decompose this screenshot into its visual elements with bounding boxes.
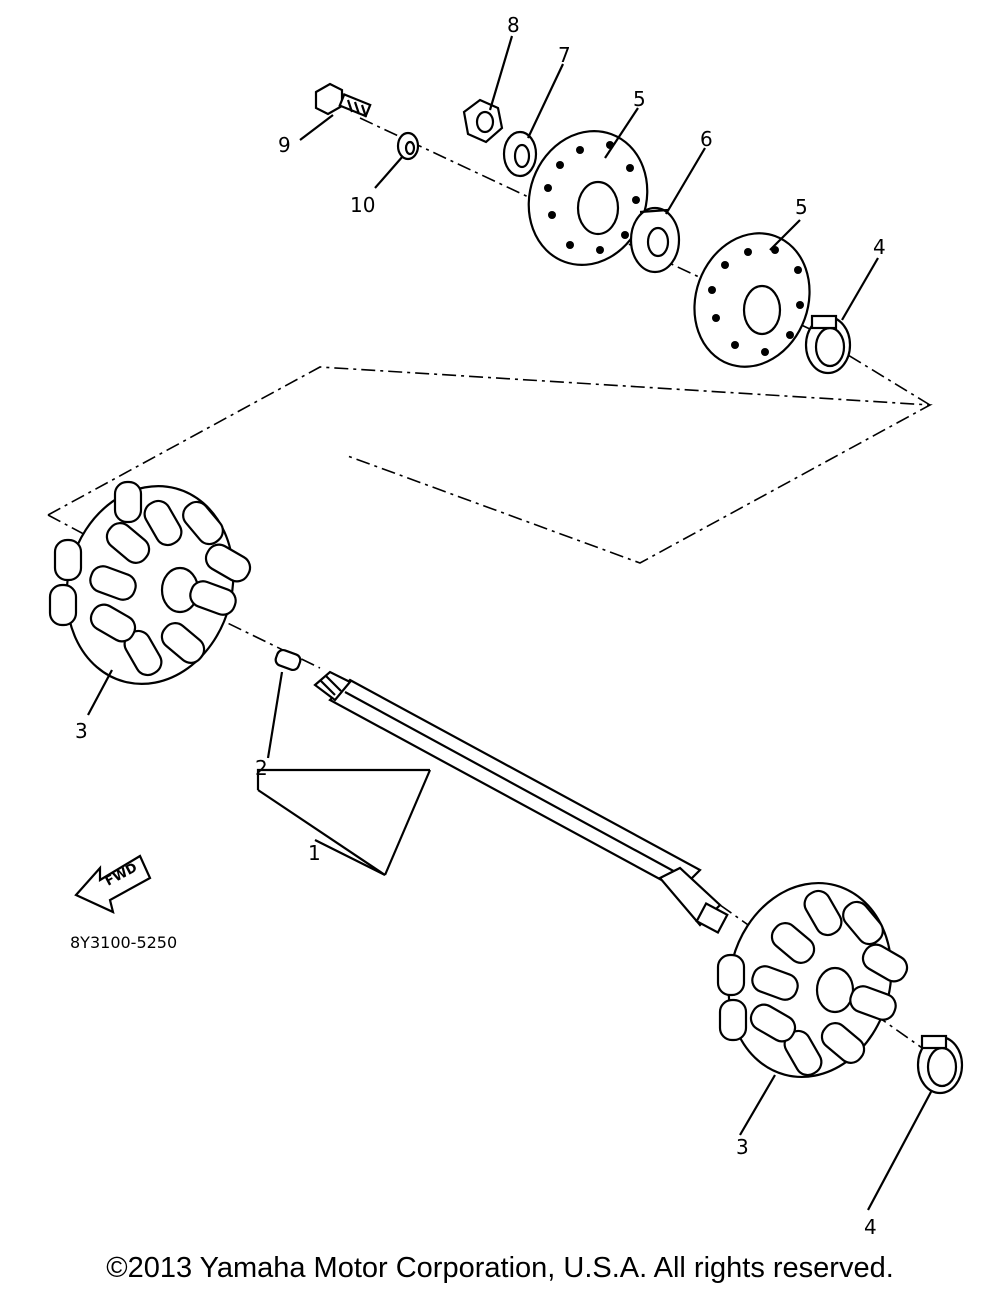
callout-bolt: 9 — [278, 133, 291, 157]
callout-clamp-bottom: 4 — [864, 1215, 877, 1239]
washer-part — [396, 131, 420, 161]
bearing-plate-a — [527, 129, 649, 267]
forward-arrow: FWD — [74, 854, 152, 914]
drive-shaft — [313, 670, 729, 934]
shaft-callout-line-3 — [257, 789, 386, 876]
callout-plate-a: 5 — [633, 87, 646, 111]
sprocket-right — [716, 882, 909, 1078]
callout-sprocket-right: 3 — [736, 1135, 749, 1159]
callout-sprocket-left: 3 — [75, 719, 88, 743]
bolt-part — [314, 82, 372, 118]
callout-washer: 10 — [350, 193, 375, 217]
callout-key: 2 — [255, 756, 268, 780]
callout-shaft: 1 — [308, 841, 321, 865]
hose-clamp-top — [804, 314, 852, 375]
bearing-part — [629, 206, 681, 274]
callout-plate-b: 5 — [795, 195, 808, 219]
bearing-plate-b — [693, 232, 811, 368]
seal-part — [502, 130, 538, 178]
shaft-callout-bracket — [256, 768, 430, 790]
callout-clamp-top: 4 — [873, 235, 886, 259]
leader-lines — [87, 35, 933, 1211]
callout-bearing: 6 — [700, 127, 713, 151]
copyright-notice: ©2013 Yamaha Motor Corporation, U.S.A. A… — [106, 1252, 894, 1284]
drawing-code: 8Y3100-5250 — [70, 933, 177, 952]
key-part — [274, 648, 302, 672]
right-center-line — [719, 904, 926, 1051]
callout-nut: 8 — [507, 13, 520, 37]
callout-seal: 7 — [558, 43, 571, 67]
hose-clamp-bottom — [916, 1034, 964, 1095]
shaft-callout-line — [314, 839, 386, 876]
sprocket-left — [48, 480, 252, 685]
shaft-callout-line-2 — [383, 769, 432, 876]
nut-part — [462, 98, 504, 144]
